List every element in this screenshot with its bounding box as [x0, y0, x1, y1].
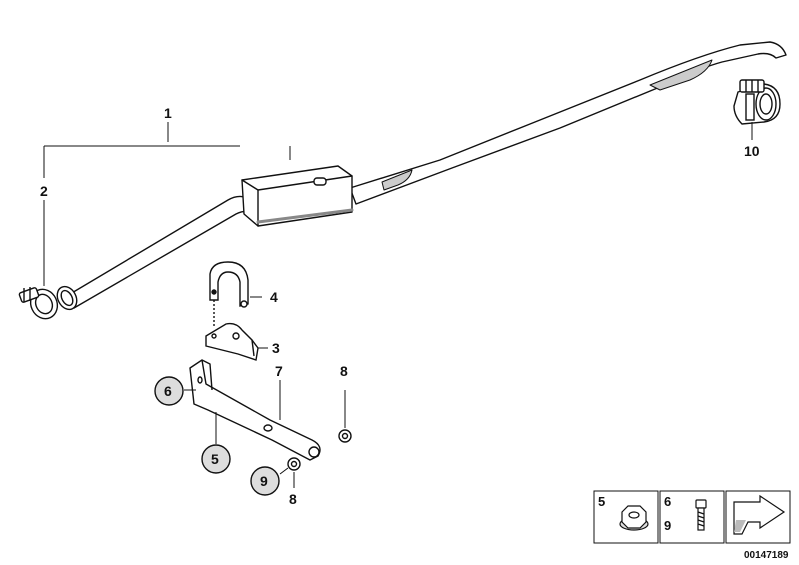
callout-1: 1: [164, 105, 172, 121]
washer-bottom[interactable]: [287, 457, 301, 471]
callout-9-circle: 9: [250, 466, 280, 496]
hanger-clip[interactable]: [209, 261, 249, 328]
mounting-bracket[interactable]: [205, 322, 259, 361]
callout-7: 7: [275, 363, 283, 379]
callout-5-circle: 5: [201, 444, 231, 474]
callout-8-top: 8: [340, 363, 348, 379]
callout-3: 3: [272, 340, 280, 356]
bolt-icon: [695, 499, 707, 531]
pipe-clamp-left[interactable]: [18, 285, 62, 323]
callout-5: 5: [211, 451, 219, 467]
callout-8-bottom: 8: [289, 491, 297, 507]
legend-number-5: 5: [598, 494, 605, 509]
legend-box-bolt: [659, 490, 725, 544]
document-id: 00147189: [744, 550, 789, 561]
bracket-arm[interactable]: [189, 359, 321, 461]
legend-number-9: 9: [664, 518, 671, 533]
legend-number-6: 6: [664, 494, 671, 509]
direction-arrow-icon: [733, 494, 786, 535]
leader-lines: [43, 122, 753, 488]
callout-2: 2: [40, 183, 48, 199]
flange-nut-top[interactable]: [338, 429, 352, 443]
callout-9: 9: [260, 473, 268, 489]
callout-6-circle: 6: [154, 376, 184, 406]
callout-10: 10: [744, 143, 760, 159]
pipe-clamp-right[interactable]: [733, 79, 781, 125]
nut-icon: [619, 505, 649, 531]
exhaust-pipe-assembly[interactable]: [53, 41, 787, 313]
callout-4: 4: [270, 289, 278, 305]
callout-6: 6: [164, 383, 172, 399]
